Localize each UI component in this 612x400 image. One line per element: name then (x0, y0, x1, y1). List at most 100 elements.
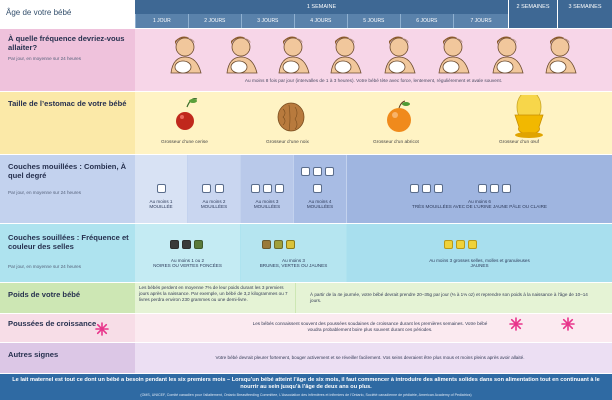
header-day-3: 3 JOURS (241, 14, 294, 28)
header-day-1: 1 JOUR (135, 14, 188, 28)
growth-spurt-star-icon (509, 317, 523, 331)
wet-diaper-icon (313, 184, 322, 193)
stool-caption-detail: NOIRES OU VERTES FONCÉES (153, 263, 222, 268)
wet-diaper-icon (502, 184, 511, 193)
wet-col-day2 (188, 155, 240, 223)
signs-text: Votre bébé devrait pleurer fortement, bo… (215, 355, 525, 360)
row-feeding-content (135, 29, 612, 91)
weight-text-after: À partir de la 4e journée, votre bébé de… (310, 292, 588, 303)
row-growth-content (135, 314, 612, 342)
footer-main-text: Le lait maternel est tout ce dont un béb… (12, 377, 600, 390)
nursing-illustrations (170, 36, 577, 74)
stool-caption-later: Au moins 3 grosses selles, molles et gra… (347, 258, 612, 268)
header-left (0, 0, 135, 28)
stomach-caption-cherry: Grosseur d’une cerise (161, 140, 208, 145)
wet-subtitle: Par jour, en moyenne sur 24 heures (8, 190, 82, 195)
wet-caption-count: Au moins 2 (202, 199, 226, 204)
header-day-7: 7 JOURS (453, 14, 508, 28)
wet-diaper-icon (325, 167, 334, 176)
stomach-illustrations (176, 95, 544, 138)
wet-diaper-icon (301, 167, 310, 176)
stool-diaper-icon (286, 240, 295, 249)
wet-diaper-icon (422, 184, 431, 193)
stool-diaper-icon (444, 240, 453, 249)
nursing-mother-icon (170, 36, 202, 74)
signs-title: Autres signes (8, 350, 59, 359)
nursing-mother-icon (438, 36, 470, 74)
feeding-note: Au moins 8 fois par jour (intervalles de… (244, 78, 503, 83)
apricot-icon (387, 100, 411, 132)
nursing-mother-icon (226, 36, 258, 74)
header-week-1: 1 SEMAINE (135, 0, 508, 14)
growth-spurt-star-icon (95, 322, 109, 336)
walnut-icon (277, 102, 305, 132)
nursing-mother-icon (278, 36, 310, 74)
wet-caption-count: Au moins 3 (255, 199, 279, 204)
stool-caption-detail: BRUNES, VERTES OU JAUNES (259, 263, 328, 268)
stool-diaper-icon (170, 240, 179, 249)
nursing-mother-icon (330, 36, 362, 74)
header-week-3: 3 SEMAINES (558, 0, 612, 28)
wet-caption-count: Au moins 6 (468, 199, 491, 204)
header-day-6: 6 JOURS (400, 14, 453, 28)
weight-after-box (296, 283, 612, 313)
wet-diaper-icon (313, 167, 322, 176)
wet-diaper-icon (202, 184, 211, 193)
growth-spurt-star-icon (561, 317, 575, 331)
nursing-mother-icon (545, 36, 577, 74)
nursing-mother-icon (384, 36, 416, 74)
wet-title: Couches mouillées : Combien, À quel degr… (8, 162, 127, 181)
growth-text: Les bébés connaissent souvent des poussé… (252, 321, 488, 332)
stool-col-later (347, 224, 612, 282)
wet-diaper-icon (410, 184, 419, 193)
weight-first-days-box (135, 283, 295, 313)
page-title: Âge de votre bébé (6, 8, 72, 17)
wet-caption-count: Au moins 4 (308, 199, 332, 204)
stomach-caption-apricot: Grosseur d’un abricot (373, 140, 419, 145)
stool-subtitle: Par jour, en moyenne sur 24 heures (8, 264, 82, 269)
stomach-caption-egg: Grosseur d’un œuf (499, 140, 539, 145)
wet-diaper-icon (490, 184, 499, 193)
footer-banner (0, 374, 612, 400)
stool-col-days12 (135, 224, 240, 282)
header-day-4: 4 JOURS (294, 14, 347, 28)
stool-col-days34 (241, 224, 346, 282)
cherry-icon (176, 98, 198, 130)
wet-caption-detail: MOUILLÉES (200, 204, 228, 209)
stomach-title: Taille de l’estomac de votre bébé (8, 99, 127, 108)
weight-text-first-days: Les bébés perdent en moyenne 7% de leur … (139, 285, 288, 302)
stool-caption-count: Au moins 3 grosses selles, molles et gra… (429, 258, 530, 263)
header-day-5: 5 JOURS (347, 14, 400, 28)
wet-caption-detail: MOUILLÉES (253, 204, 281, 209)
wet-diaper-icon (251, 184, 260, 193)
wet-caption-detail: MOUILLÉE (149, 204, 173, 209)
header-week-2: 2 SEMAINES (509, 0, 557, 28)
wet-caption-detail: MOUILLÉES (306, 204, 334, 209)
wet-diaper-icon (434, 184, 443, 193)
feeding-title: À quelle fréquence devriez-vous allaiter… (8, 34, 125, 53)
weight-title: Poids de votre bébé (8, 290, 81, 299)
stool-caption-count: Au moins 3 (282, 258, 305, 263)
stool-diaper-icon (262, 240, 271, 249)
wet-diaper-icon (275, 184, 284, 193)
stool-diaper-icon (274, 240, 283, 249)
stool-diaper-icon (456, 240, 465, 249)
stomach-caption-walnut: Grosseur d’une noix (266, 140, 309, 145)
stool-diaper-icon (182, 240, 191, 249)
stool-caption-detail: JAUNES (470, 263, 489, 268)
stool-title: Couches souillées : Fréquence et couleur… (8, 233, 129, 252)
footer-sources: (OMS, UNICEF, Comité canadien pour l’all… (140, 393, 472, 397)
wet-caption-detail: TRÈS MOUILLÉES AVEC DE L’URINE JAUNE PÂL… (412, 204, 547, 209)
egg-icon (514, 95, 544, 138)
wet-diaper-icon (157, 184, 166, 193)
wet-diaper-icon (478, 184, 487, 193)
stool-diaper-icon (194, 240, 203, 249)
wet-diaper-icon (215, 184, 224, 193)
stool-caption-count: Au moins 1 ou 2 (170, 258, 205, 263)
